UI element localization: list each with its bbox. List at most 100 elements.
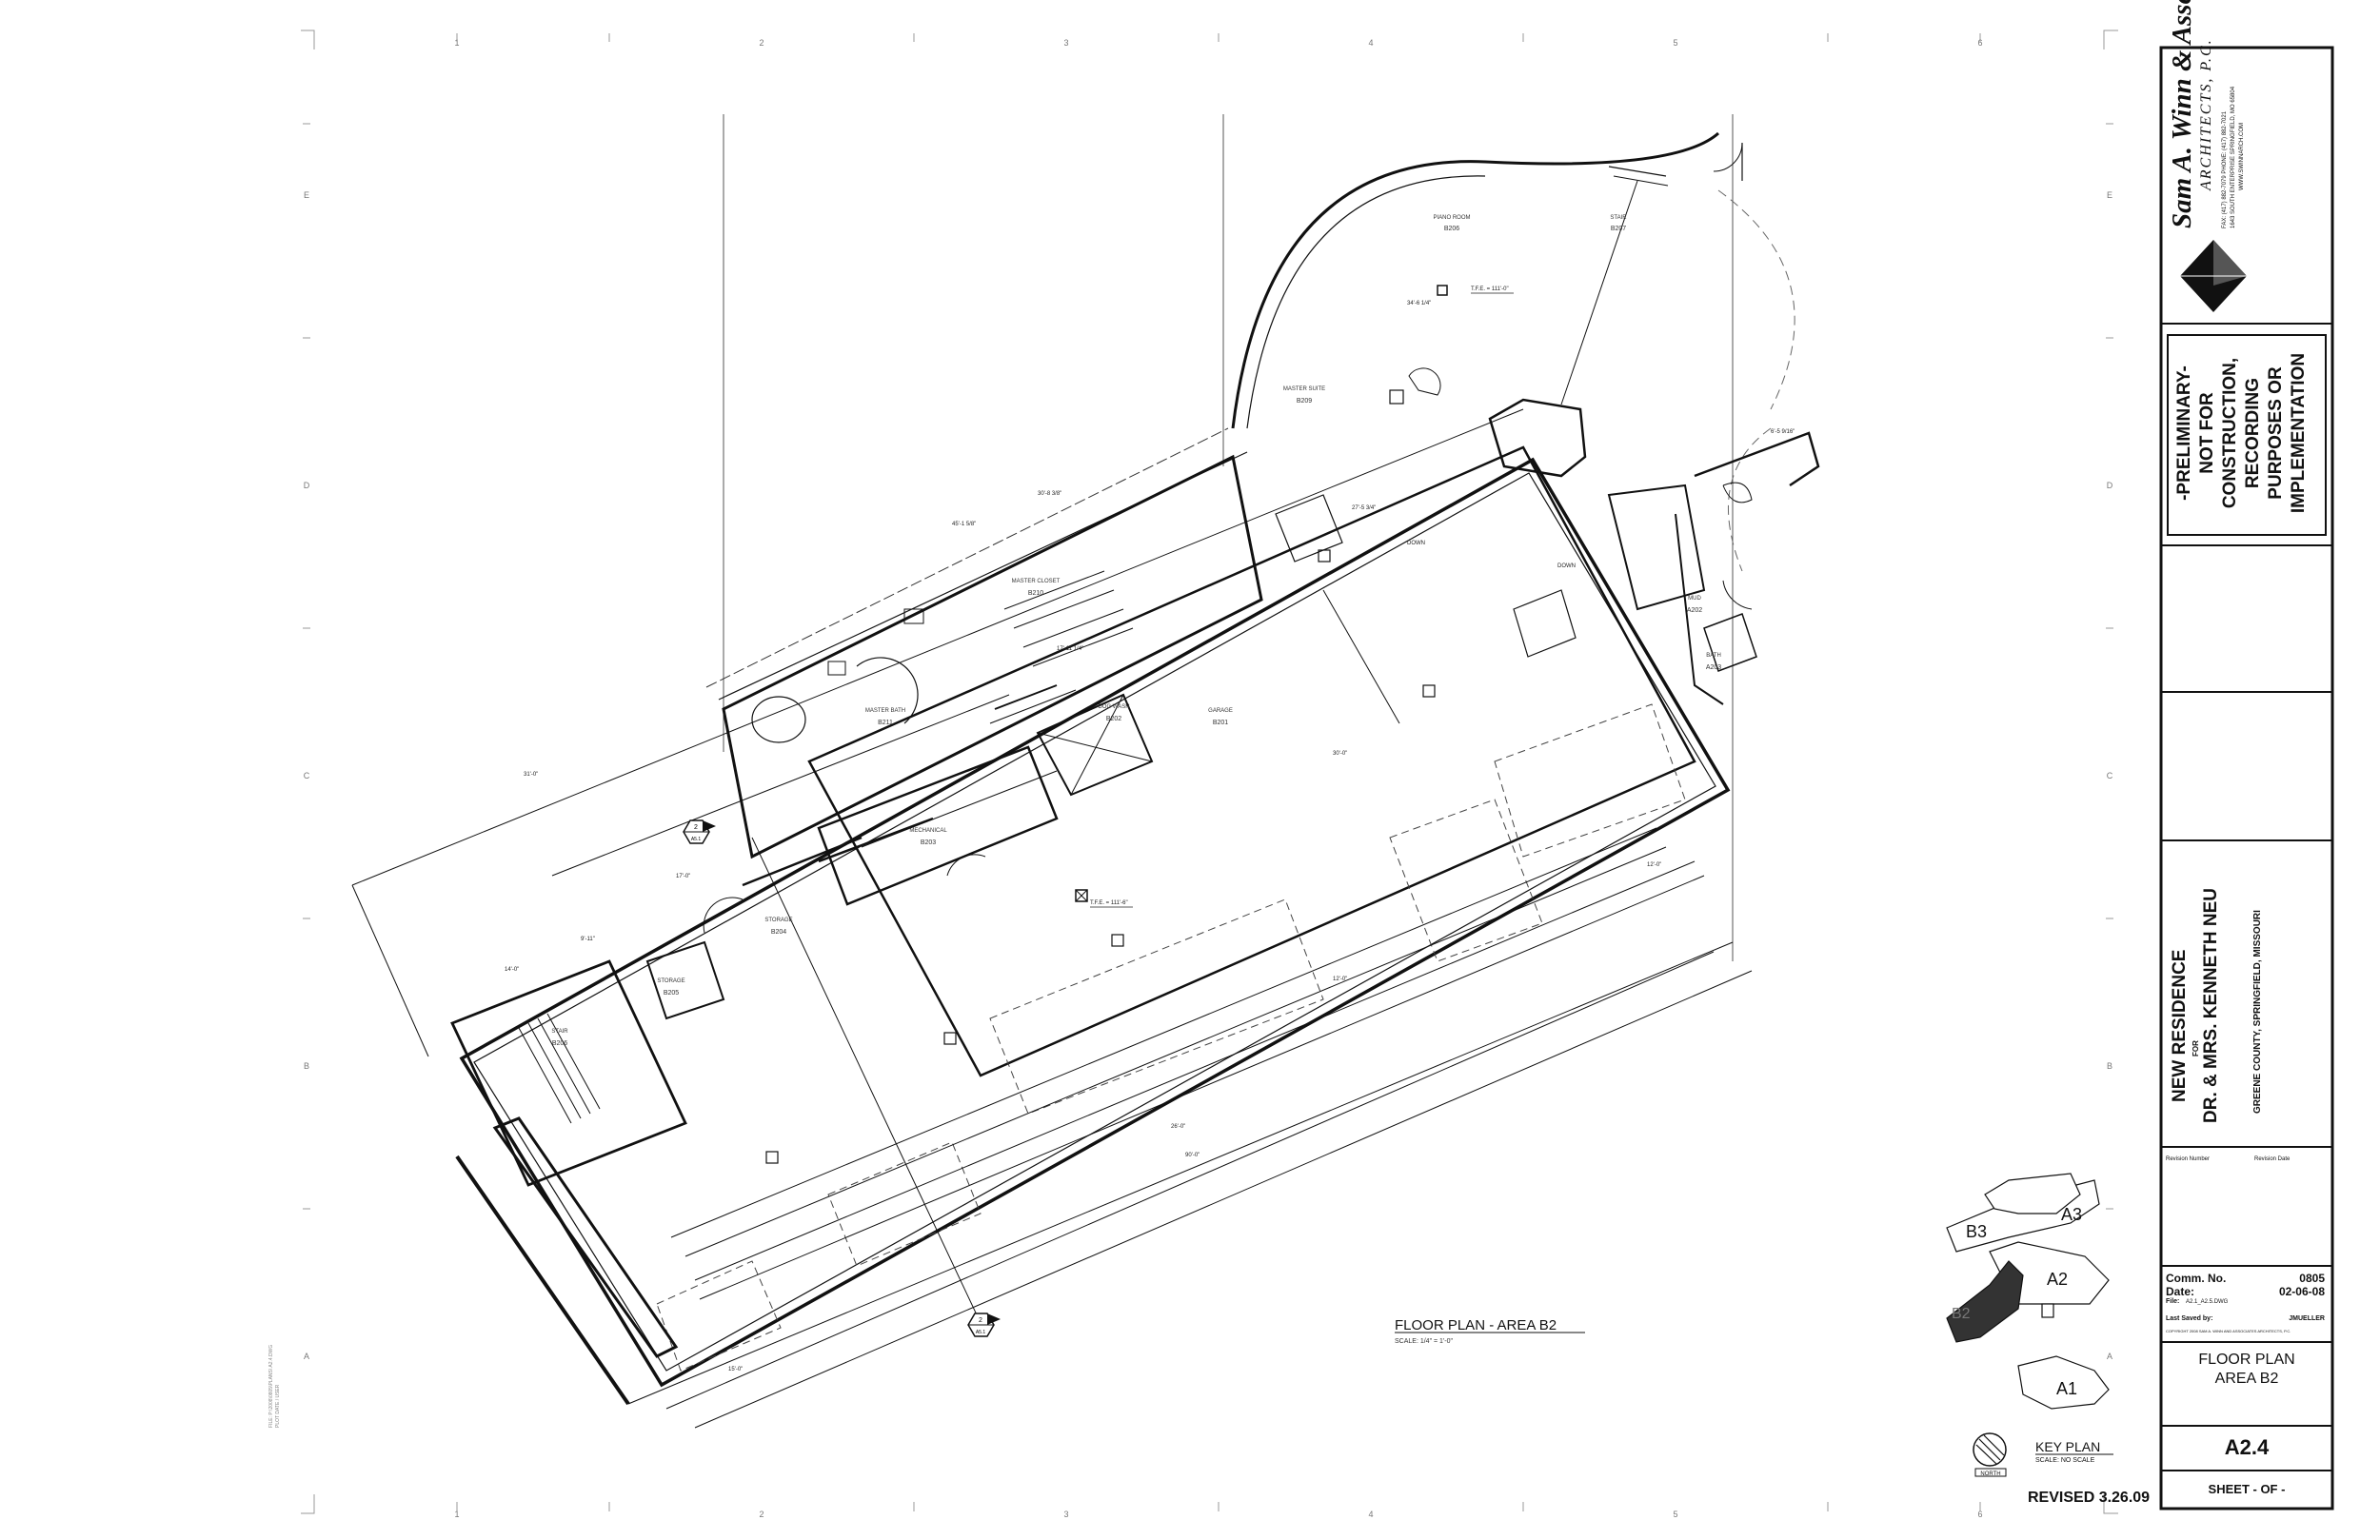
grid-col-4-bottom: 4 bbox=[1368, 1510, 1373, 1519]
file-value: A2.1_A2.5.DWG bbox=[2186, 1299, 2229, 1305]
room-stair-upper-name: STAIR bbox=[1610, 215, 1627, 221]
grid-col-2: 2 bbox=[759, 38, 764, 48]
preliminary-line-5: PURPOSES OR bbox=[2266, 366, 2286, 500]
section-mark-1 bbox=[683, 819, 716, 844]
note-down-2: DOWN bbox=[1557, 563, 1576, 569]
margin-note-line-2: PLOT DATE / USER bbox=[275, 1384, 281, 1428]
margin-note-line-1: FILE: P:\2008\0805\PLANS\ A2.4.DWG bbox=[268, 1344, 274, 1428]
grid-row-d: D bbox=[304, 481, 310, 490]
exterior-wall-inner bbox=[473, 472, 1716, 1372]
preliminary-line-6: IMPLEMENTATION bbox=[2289, 352, 2309, 514]
firm-name: Sam A. Winn & Associates bbox=[2167, 0, 2197, 228]
room-storage-b204-name: STORAGE bbox=[764, 918, 792, 923]
sheet-title-1: FLOOR PLAN bbox=[2198, 1352, 2295, 1368]
sheet-title-2: AREA B2 bbox=[2214, 1371, 2279, 1387]
date-label: Date: bbox=[2166, 1285, 2195, 1298]
preliminary-stamp: -PRELIMINARY- NOT FOR CONSTRUCTION, RECO… bbox=[2173, 338, 2311, 528]
dim-5: 27'-5 3/4" bbox=[1352, 505, 1376, 511]
firm-web: WWW.SWINNARCH.COM bbox=[2239, 123, 2245, 190]
section-mark-2 bbox=[967, 1313, 1001, 1337]
grid-col-3-bottom: 3 bbox=[1063, 1510, 1068, 1519]
dim-12: 17'-0" bbox=[676, 874, 690, 879]
project-line-1: NEW RESIDENCE bbox=[2170, 949, 2190, 1102]
key-plan-area-a2: A2 bbox=[2047, 1270, 2068, 1289]
grid-row-d-right: D bbox=[2107, 481, 2113, 490]
dim-9: 90'-0" bbox=[1185, 1153, 1200, 1158]
grid-row-a-right: A bbox=[2107, 1352, 2112, 1361]
revision-number-label: Revision Number bbox=[2166, 1156, 2211, 1162]
room-bath-number: A203 bbox=[1706, 664, 1721, 671]
firm-name-block: Sam A. Winn & Associates ARCHITECTS, P.C… bbox=[2167, 0, 2247, 228]
grid-row-c: C bbox=[304, 771, 310, 780]
key-plan-scale: SCALE: NO SCALE bbox=[2035, 1457, 2095, 1464]
grid-col-2-bottom: 2 bbox=[759, 1510, 764, 1519]
room-master-closet-number: B210 bbox=[1028, 590, 1043, 597]
note-tfe-1: T.F.E. = 111'-0" bbox=[1471, 286, 1509, 292]
reference-lines bbox=[723, 114, 1734, 961]
grid-col-3: 3 bbox=[1063, 38, 1068, 48]
project-name-block: NEW RESIDENCE FOR DR. & MRS. KENNETH NEU… bbox=[2169, 847, 2265, 1123]
room-garage-name: GARAGE bbox=[1208, 708, 1233, 714]
preliminary-line-3: CONSTRUCTION, bbox=[2220, 357, 2240, 509]
exterior-wall-outer bbox=[459, 457, 1731, 1388]
revision-date-label: Revision Date bbox=[2254, 1156, 2291, 1162]
dim-8: 26'-0" bbox=[1171, 1124, 1185, 1130]
project-for: FOR bbox=[2192, 1040, 2200, 1056]
project-line-2: DR. & MRS. KENNETH NEU bbox=[2201, 887, 2221, 1123]
room-mechanical-name: MECHANICAL bbox=[909, 828, 947, 834]
grid-col-1: 1 bbox=[454, 38, 459, 48]
section-mark-1-num: 2 bbox=[694, 824, 698, 831]
key-plan-area-a1: A1 bbox=[2056, 1379, 2077, 1398]
section-mark-2-sheet: A5.1 bbox=[976, 1330, 986, 1335]
dim-7: 12'-0" bbox=[1647, 862, 1661, 868]
room-dog-wash-name: DOG WASH bbox=[1098, 704, 1129, 710]
master-wing-outer bbox=[722, 454, 1263, 859]
room-storage-b204-number: B204 bbox=[771, 929, 786, 936]
room-master-closet-name: MASTER CLOSET bbox=[1012, 579, 1061, 584]
dim-11: 9'-11" bbox=[581, 937, 595, 942]
grid-col-5: 5 bbox=[1673, 38, 1677, 48]
sheet-number: A2.4 bbox=[2224, 1435, 2270, 1459]
file-label: File: bbox=[2166, 1298, 2180, 1305]
key-plan bbox=[1946, 1173, 2110, 1477]
room-master-bath-name: MASTER BATH bbox=[865, 708, 905, 714]
preliminary-line-2: NOT FOR bbox=[2197, 392, 2217, 474]
firm-logo bbox=[2180, 240, 2247, 312]
margin-note: FILE: P:\2008\0805\PLANS\ A2.4.DWG PLOT … bbox=[268, 1345, 282, 1428]
section-mark-2-num: 2 bbox=[979, 1317, 982, 1324]
preliminary-line-4: RECORDING bbox=[2243, 377, 2263, 489]
note-down-1: DOWN bbox=[1407, 541, 1425, 546]
grid-col-6: 6 bbox=[1977, 38, 1982, 48]
title-block-frame bbox=[2159, 46, 2334, 1510]
garage-block bbox=[807, 445, 1696, 1077]
last-saved-value: JMUELLER bbox=[2289, 1315, 2325, 1322]
project-location: GREENE COUNTY, SPRINGFIELD, MISSOURI bbox=[2252, 910, 2263, 1114]
revised-note: REVISED 3.26.09 bbox=[2028, 1490, 2150, 1506]
grid-row-b: B bbox=[304, 1061, 309, 1071]
grid-col-1-bottom: 1 bbox=[454, 1510, 459, 1519]
dim-1: 45'-1 5/8" bbox=[952, 522, 976, 527]
dim-3: 31'-0" bbox=[524, 772, 538, 778]
grid-col-5-bottom: 5 bbox=[1673, 1510, 1677, 1519]
key-plan-north: NORTH bbox=[1980, 1471, 2000, 1477]
plan-title: FLOOR PLAN - AREA B2 bbox=[1395, 1317, 1557, 1333]
dim-2: 30'-8 3/8" bbox=[1038, 491, 1061, 497]
key-plan-area-b3: B3 bbox=[1966, 1222, 1987, 1241]
firm-address: 1643 SOUTH ENTERPRISE SPRINGFIELD, MO 65… bbox=[2231, 86, 2236, 228]
room-mud-name: MUD bbox=[1688, 596, 1701, 602]
room-storage-b205-name: STORAGE bbox=[657, 978, 684, 984]
dim-6: 30'-0" bbox=[1333, 751, 1347, 757]
sheet-of: SHEET - OF - bbox=[2208, 1482, 2286, 1496]
room-stair-upper-number: B207 bbox=[1611, 226, 1626, 232]
room-stair-lower-name: STAIR bbox=[551, 1029, 568, 1035]
room-dog-wash-number: B202 bbox=[1106, 716, 1121, 722]
room-garage-number: B201 bbox=[1213, 720, 1228, 726]
grid-row-b-right: B bbox=[2107, 1061, 2112, 1071]
comm-no-value: 0805 bbox=[2299, 1272, 2325, 1285]
room-mechanical-number: B203 bbox=[921, 839, 936, 846]
section-mark-1-sheet: A5.1 bbox=[691, 837, 702, 842]
comm-no-label: Comm. No. bbox=[2166, 1272, 2227, 1285]
key-plan-title: KEY PLAN bbox=[2035, 1439, 2100, 1454]
key-plan-area-a3: A3 bbox=[2061, 1205, 2082, 1224]
